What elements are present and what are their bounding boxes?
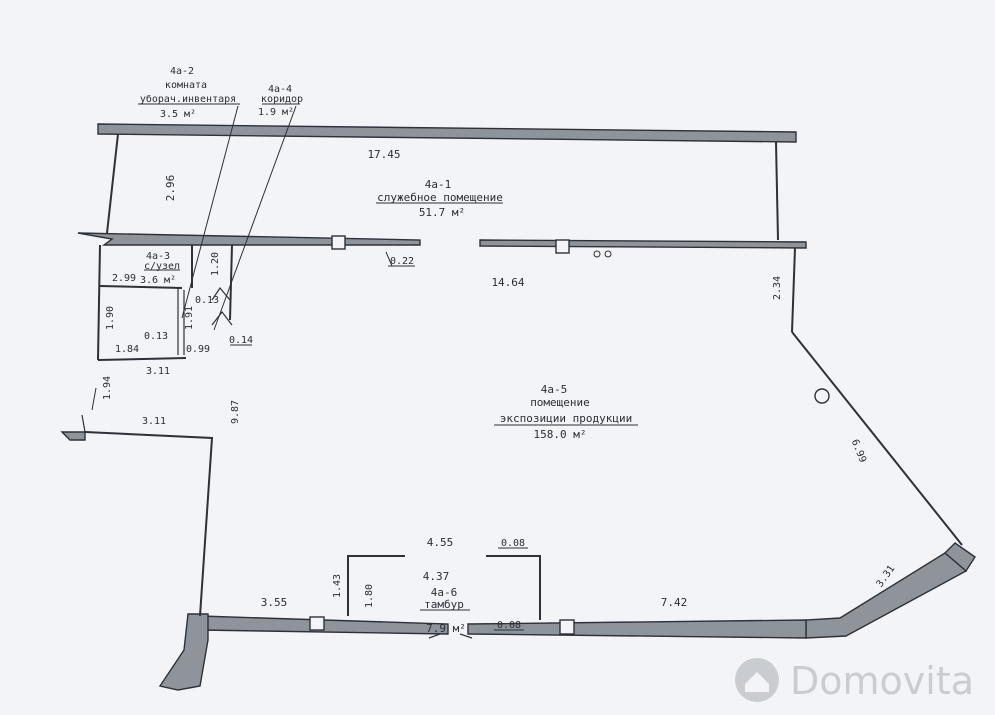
door-swing-left bbox=[81, 414, 86, 433]
watermark-house-icon bbox=[745, 672, 769, 692]
dim-6-99: 6.99 bbox=[849, 438, 868, 464]
room-4a-3-id: 4a-3 bbox=[146, 251, 170, 262]
leader-022 bbox=[385, 251, 393, 267]
column-4 bbox=[559, 619, 575, 635]
dim-17-45: 17.45 bbox=[367, 148, 400, 161]
sanitary-mid-wall bbox=[99, 285, 183, 289]
dim-1-43: 1.43 bbox=[332, 574, 343, 598]
room-4a-1-id: 4a-1 bbox=[425, 178, 452, 191]
bottom-wall-right bbox=[467, 619, 807, 639]
dim-0-22: 0.22 bbox=[390, 256, 414, 267]
dim-0-99: 0.99 bbox=[186, 344, 210, 355]
column-2 bbox=[555, 239, 570, 254]
dim-2-96: 2.96 bbox=[164, 175, 177, 202]
dim-1-94: 1.94 bbox=[102, 376, 113, 400]
watermark: Domovita bbox=[735, 658, 974, 703]
vestibule-left bbox=[347, 555, 405, 616]
room-4a-6-name: тамбур bbox=[424, 598, 464, 611]
room-4a-4-area: 1.9 м² bbox=[258, 107, 294, 118]
room-4a-5-id: 4a-5 bbox=[541, 383, 568, 396]
room-labels: 4a-2 комната уборач.инвентаря 3.5 м² 4a-… bbox=[140, 66, 632, 635]
top-wall bbox=[97, 123, 797, 143]
dim-14-64: 14.64 bbox=[491, 276, 524, 289]
dim-0-08-b: 0.08 bbox=[497, 620, 521, 631]
dimension-labels: 17.45 2.96 14.64 0.22 2.99 1.20 0.13 1.9… bbox=[102, 148, 897, 631]
vestibule-right bbox=[486, 555, 541, 620]
room-4a-4-line1: коридор bbox=[261, 94, 303, 105]
dim-3-11-b: 3.11 bbox=[142, 416, 166, 427]
column-1 bbox=[331, 235, 346, 250]
leader-lines bbox=[91, 103, 638, 631]
dim-0-08-a: 0.08 bbox=[501, 538, 525, 549]
left-stub bbox=[60, 431, 86, 441]
left-wall-upper bbox=[106, 133, 119, 234]
door-swing-a bbox=[428, 633, 441, 639]
dim-3-55: 3.55 bbox=[261, 596, 288, 609]
room-4a-6-area: 7.9 м² bbox=[426, 622, 466, 635]
dim-0-14: 0.14 bbox=[229, 335, 253, 346]
leader-4a-4 bbox=[213, 105, 297, 331]
door-line-194 bbox=[91, 387, 97, 411]
dim-1-91: 1.91 bbox=[184, 306, 195, 330]
pipe-2 bbox=[604, 250, 612, 258]
right-wall-upper bbox=[775, 141, 779, 241]
pipe-1 bbox=[593, 250, 601, 258]
dim-1-80: 1.80 bbox=[364, 584, 375, 608]
room-4a-4-id: 4a-4 bbox=[268, 84, 292, 95]
room-4a-5-line1: помещение bbox=[530, 396, 590, 409]
dim-4-37: 4.37 bbox=[423, 570, 450, 583]
room-4a-1-name: служебное помещение bbox=[377, 191, 503, 204]
room-4a-6-id: 4a-6 bbox=[431, 586, 458, 599]
left-wall-lower bbox=[84, 431, 214, 617]
room-4a-2-line2: уборач.инвентаря bbox=[140, 93, 236, 105]
dim-1-84: 1.84 bbox=[115, 344, 139, 355]
room-4a-2-line1: комната bbox=[165, 80, 207, 91]
room-4a-3-name: с/узел bbox=[144, 261, 180, 272]
door-swing-wc bbox=[211, 311, 233, 326]
sanitary-bottom-wall bbox=[97, 357, 187, 361]
room-4a-3-area: 3.6 м² bbox=[140, 275, 176, 286]
dim-1-20: 1.20 bbox=[210, 252, 221, 276]
dim-2-34: 2.34 bbox=[772, 276, 783, 300]
dim-0-13-b: 0.13 bbox=[144, 331, 168, 342]
sanitary-left-wall bbox=[97, 244, 101, 361]
right-wall-mid bbox=[791, 247, 796, 333]
bottom-left-pier bbox=[158, 613, 209, 691]
room-4a-5-line2: экспозиции продукции bbox=[500, 412, 632, 425]
dim-3-11-a: 3.11 bbox=[146, 366, 170, 377]
dim-1-90: 1.90 bbox=[105, 306, 116, 330]
right-wall-diagonal bbox=[791, 331, 963, 546]
dim-9-87: 9.87 bbox=[230, 400, 241, 424]
room-4a-1-area: 51.7 м² bbox=[419, 206, 465, 219]
dim-4-55: 4.55 bbox=[427, 536, 454, 549]
dim-7-42: 7.42 bbox=[661, 596, 688, 609]
watermark-text: Domovita bbox=[790, 659, 974, 703]
leader-4a-2 bbox=[181, 105, 239, 319]
partition-right bbox=[479, 239, 807, 249]
room-4a-2-id: 4a-2 bbox=[170, 66, 194, 77]
door-swing-b bbox=[459, 633, 473, 639]
room-4a-5-area: 158.0 м² bbox=[534, 428, 587, 441]
dim-0-13-a: 0.13 bbox=[195, 295, 219, 306]
walls bbox=[60, 123, 976, 691]
dim-2-99: 2.99 bbox=[112, 273, 136, 284]
room-4a-2-area: 3.5 м² bbox=[160, 109, 196, 120]
round-column bbox=[814, 388, 830, 404]
column-3 bbox=[309, 616, 325, 631]
